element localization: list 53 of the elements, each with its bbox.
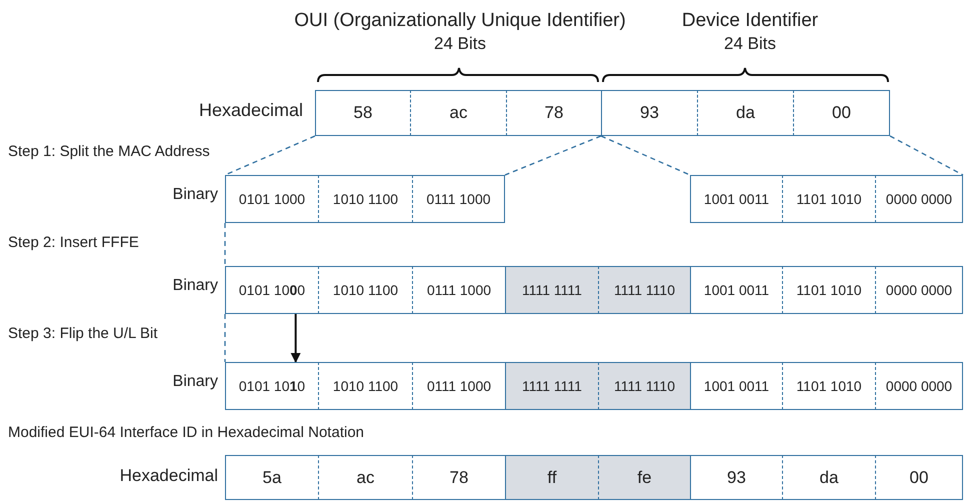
binary-value: 1001 0011 [690, 175, 782, 223]
binary-value: 0101 1000 [225, 266, 318, 314]
hex-value: da [697, 90, 793, 136]
hex-value: ac [410, 90, 506, 136]
projection-line [600, 135, 690, 176]
row-label: Binary [172, 373, 218, 391]
binary-value: 1010 1100 [318, 175, 412, 223]
binary-value: 0000 0000 [875, 266, 963, 314]
hex-value: da [782, 455, 875, 500]
binary-value: 1111 1111 [505, 266, 598, 314]
binary-value: 1101 1010 [782, 175, 875, 223]
hex-value: ac [318, 455, 412, 500]
step-label: Step 3: Flip the U/L Bit [8, 325, 158, 342]
binary-value: 0101 1010 [225, 362, 318, 410]
binary-value: 0101 1000 [225, 175, 318, 223]
hex-value: 93 [601, 90, 697, 136]
hex-value: 5a [225, 455, 318, 500]
hex-value: 58 [315, 90, 410, 136]
binary-value: 0000 0000 [875, 362, 963, 410]
hex-value: 00 [793, 90, 890, 136]
binary-value: 1010 1100 [318, 362, 412, 410]
binary-value: 1111 1110 [598, 362, 690, 410]
step-label: Step 2: Insert FFFE [8, 234, 139, 251]
binary-value: 0111 1000 [412, 175, 505, 223]
arrow [290, 314, 301, 363]
binary-value: 1101 1010 [782, 362, 875, 410]
binary-value: 0000 0000 [875, 175, 963, 223]
row-label: Hexadecimal [120, 466, 218, 486]
projection-line [224, 314, 226, 362]
row-label: Binary [172, 186, 218, 204]
binary-value: 1001 0011 [690, 266, 782, 314]
binary-value: 1101 1010 [782, 266, 875, 314]
hex-value: 00 [875, 455, 963, 500]
projection-line [504, 135, 602, 176]
binary-value: 1111 1110 [598, 266, 690, 314]
step-label: Modified EUI-64 Interface ID in Hexadecimal Notation [8, 424, 364, 441]
projection-line [890, 135, 964, 176]
bit-count: 24 Bits [434, 34, 486, 54]
hex-value: ff [505, 455, 598, 500]
field-heading: Device Identifier [682, 10, 818, 32]
row-label: Hexadecimal [198, 100, 303, 121]
projection-line [224, 135, 316, 176]
hex-value: 78 [506, 90, 601, 136]
step-label: Step 1: Split the MAC Address [8, 143, 210, 160]
binary-value: 1010 1100 [318, 266, 412, 314]
row-label: Binary [172, 277, 218, 295]
binary-value: 1111 1111 [505, 362, 598, 410]
binary-value: 1001 0011 [690, 362, 782, 410]
bit-count: 24 Bits [724, 34, 776, 54]
projection-line [224, 223, 226, 266]
field-heading: OUI (Organizationally Unique Identifier) [294, 10, 626, 32]
hex-value: fe [598, 455, 690, 500]
hex-value: 93 [690, 455, 782, 500]
